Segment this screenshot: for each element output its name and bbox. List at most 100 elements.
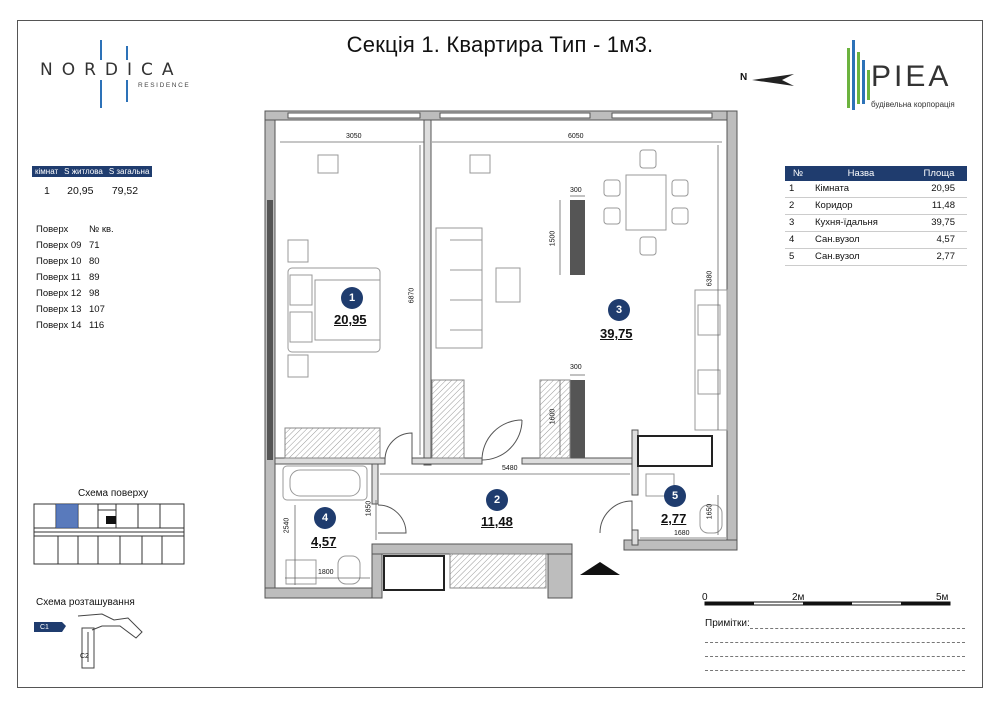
summary-header-row: кімнат S житлова S загальна [32, 166, 153, 177]
left-window [267, 200, 273, 460]
floor-schema-label: Схема поверху [78, 488, 149, 499]
rooms-header-area: Площа [910, 166, 967, 181]
dim-label: 6050 [568, 133, 584, 140]
apt-number: 89 [89, 272, 100, 283]
room-3-marker: 3 [608, 299, 630, 321]
floor-row: Поверх 12 98 [36, 286, 114, 302]
room-name: Кухня-їдальня [811, 214, 911, 232]
floors-header-apt: № кв. [89, 224, 114, 235]
floor-row: Поверх 09 71 [36, 238, 114, 254]
floor-schema-image [33, 503, 185, 565]
dim-label: 1850 [365, 500, 373, 517]
dim-label: 6380 [706, 270, 714, 287]
notes-line [705, 642, 965, 643]
room-4-marker: 4 [314, 507, 336, 529]
notes-line [705, 670, 965, 671]
dimension-lines [280, 141, 726, 585]
room-1-area: 20,95 [334, 312, 367, 327]
room-name: Сан.вузол [811, 248, 911, 266]
summary-header: S загальна [105, 166, 153, 177]
location-c1-label: C1 [40, 624, 49, 631]
summary-living-area: 20,95 [67, 185, 94, 197]
apt-number: 116 [89, 320, 105, 331]
room-area: 11,48 [910, 197, 967, 215]
appliance-boxes [383, 435, 713, 591]
room-1-marker: 1 [341, 287, 363, 309]
floors-header: Поверх № кв. [36, 222, 114, 238]
summary-table: кімнат S житлова S загальна 1 20,95 79,5… [32, 166, 153, 197]
location-schema-image [34, 613, 143, 669]
dim-label: 300 [570, 187, 582, 194]
dim-label: 6870 [408, 287, 416, 304]
floor-name: Поверх 09 [36, 240, 82, 251]
room-name: Коридор [811, 197, 911, 215]
notes-line [750, 628, 965, 629]
dim-label: 3050 [346, 133, 362, 140]
room-5-marker: 5 [664, 485, 686, 507]
dim-label: 1650 [706, 503, 714, 520]
room-area: 20,95 [910, 181, 967, 198]
room-num: 2 [785, 197, 811, 215]
logo-bar [100, 40, 102, 60]
notes-line [705, 656, 965, 657]
room-num: 5 [785, 248, 811, 266]
dim-label: 1600 [549, 408, 557, 425]
summary-values-row: 1 20,95 79,52 [32, 177, 152, 197]
doors [377, 419, 633, 534]
room-num: 3 [785, 214, 811, 232]
floor-name: Поверх 12 [36, 288, 82, 299]
bedroom-furniture [287, 154, 381, 378]
apt-number: 98 [89, 288, 100, 299]
floor-row: Поверх 10 80 [36, 254, 114, 270]
piea-logo-mark-icon [847, 40, 870, 110]
scale-end: 5м [936, 592, 949, 603]
room-5-area: 2,77 [661, 511, 687, 526]
nordica-logo: NORDICA RESIDENCE [40, 40, 200, 110]
nordica-logo-word: NORDICA [40, 60, 183, 80]
north-arrow-icon [752, 74, 794, 86]
kitchen-furniture [435, 149, 728, 431]
room-4-area: 4,57 [311, 534, 337, 549]
location-schema-label: Схема розташування [36, 597, 135, 608]
bathroom-4-fixtures [282, 465, 368, 585]
interior-walls [274, 119, 643, 546]
apt-number: 71 [89, 240, 100, 251]
dim-label: 1800 [318, 569, 334, 576]
floor-name: Поверх 13 [36, 304, 82, 315]
room-area: 2,77 [910, 248, 967, 266]
floor-name: Поверх 11 [36, 272, 81, 283]
floors-header-floor: Поверх [36, 224, 69, 235]
page-frame [17, 20, 983, 688]
column [570, 200, 585, 275]
dim-label: 1500 [549, 230, 557, 247]
piea-logo-sub: будівельна корпорація [871, 100, 955, 109]
rooms-header-row: № Назва Площа [785, 166, 967, 181]
summary-header: кімнат [32, 166, 62, 177]
room-num: 4 [785, 231, 811, 249]
scale-bar [704, 601, 951, 606]
logo-bar [126, 80, 128, 102]
floor-name: Поверх 14 [36, 320, 82, 331]
rooms-header-num: № [785, 166, 811, 181]
piea-logo-word: PIEA [871, 60, 952, 93]
piea-logo: PIEA будівельна корпорація [845, 40, 975, 110]
windows [287, 112, 713, 119]
wardrobes [284, 379, 571, 589]
room-area: 4,57 [910, 231, 967, 249]
summary-total-area: 79,52 [111, 185, 139, 197]
nordica-logo-sub: RESIDENCE [138, 82, 191, 89]
scale-mid: 2м [792, 592, 805, 603]
floor-name: Поверх 10 [36, 256, 82, 267]
column [570, 380, 585, 458]
floor-row: Поверх 14 116 [36, 318, 114, 334]
apt-number: 80 [89, 256, 100, 267]
room-num: 1 [785, 181, 811, 198]
